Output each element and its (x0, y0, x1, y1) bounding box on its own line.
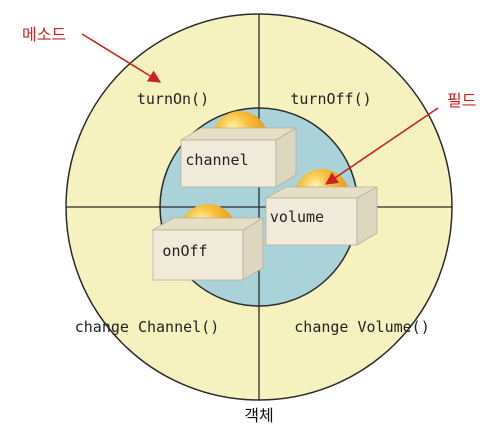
method-label-change-channel: change Channel() (75, 318, 220, 336)
field-onoff: onOff (151, 204, 265, 281)
method-label-change-volume: change Volume() (294, 318, 429, 336)
callout-method-label: 메소드 (22, 25, 66, 44)
method-label-turnoff: turnOff() (290, 90, 371, 108)
callout-field-arrow (324, 107, 439, 185)
callout-field-label: 필드 (447, 91, 476, 110)
callout-method-arrow (81, 33, 162, 83)
field-label-onoff: onOff (162, 242, 207, 260)
object-caption: 객체 (244, 406, 273, 425)
method-label-turnon: turnOn() (137, 90, 209, 108)
field-label-channel: channel (185, 151, 248, 169)
field-label-volume: volume (270, 208, 324, 226)
field-channel: channel (179, 111, 298, 188)
